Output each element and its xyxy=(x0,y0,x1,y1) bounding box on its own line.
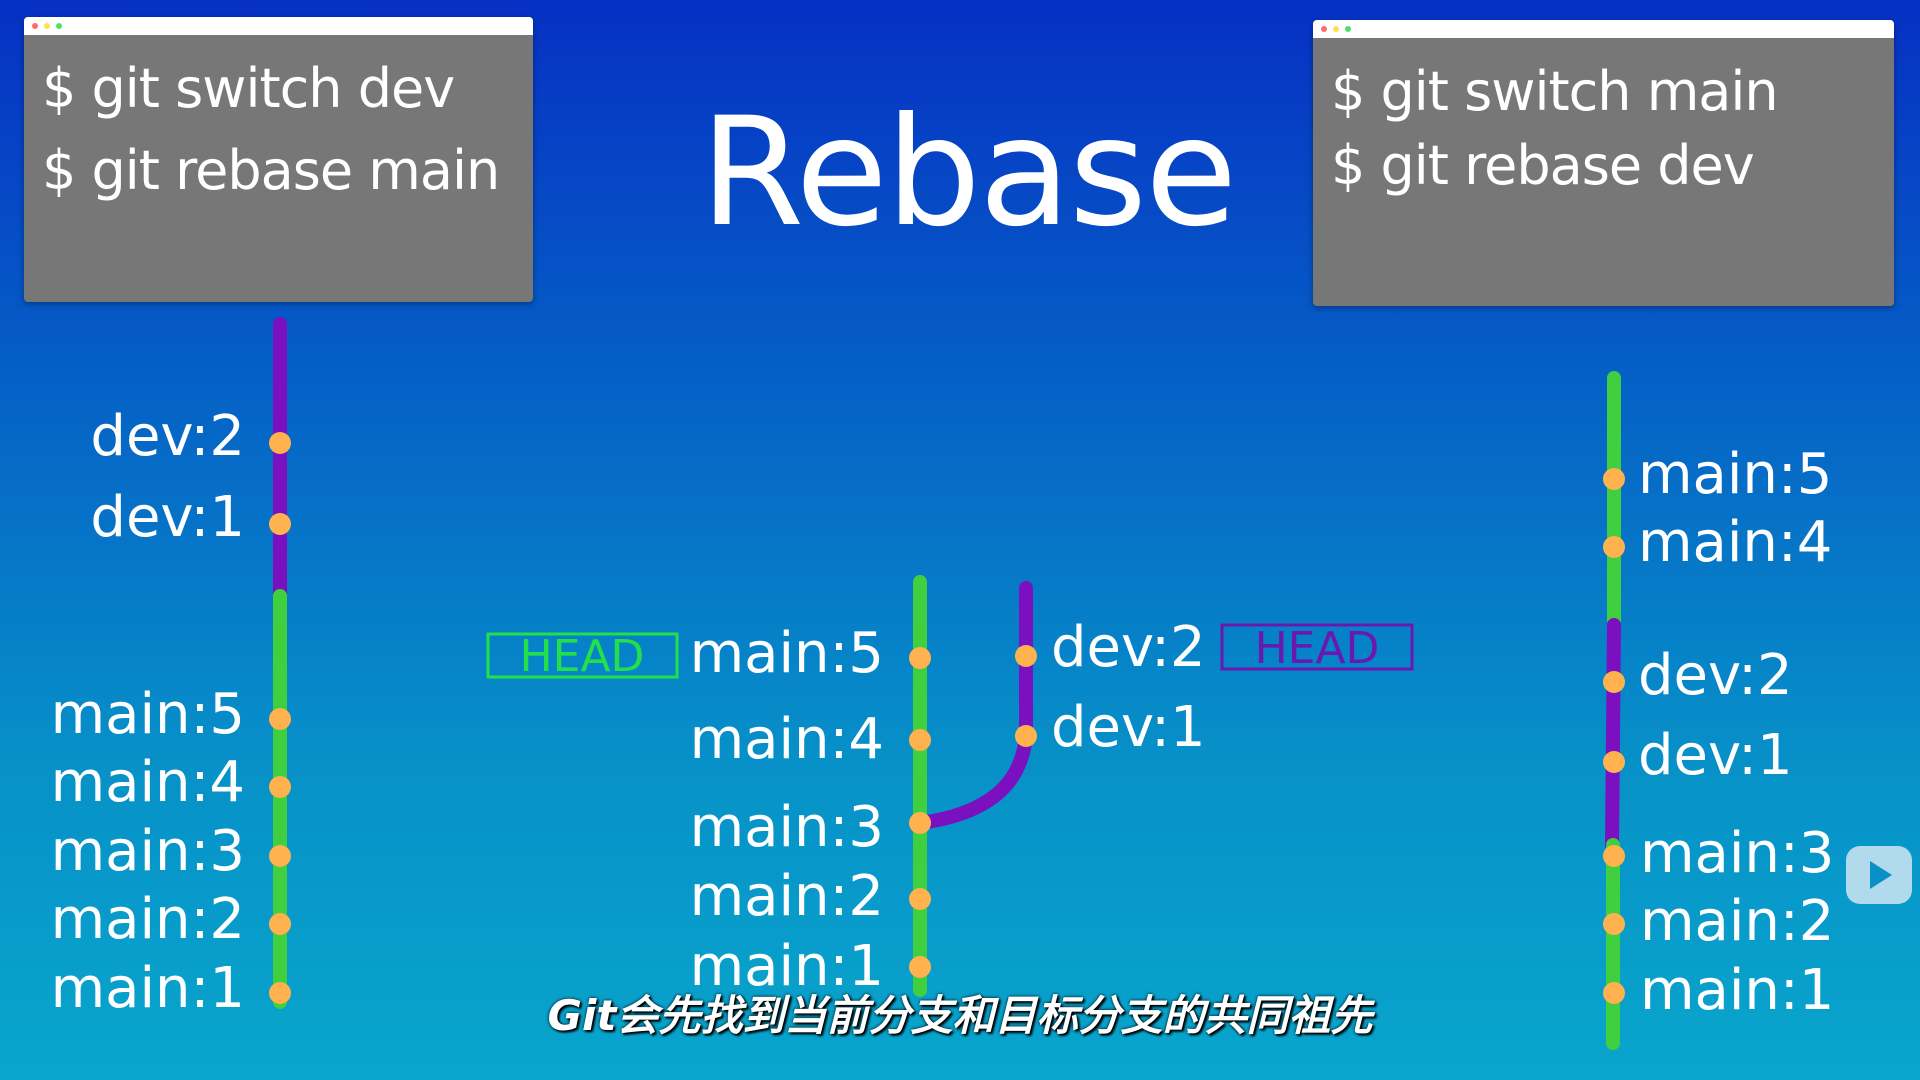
commit-dot xyxy=(1603,982,1625,1004)
terminal-command: $ git rebase main xyxy=(42,139,500,202)
commit-dot xyxy=(1015,645,1037,667)
terminal-title-bar xyxy=(24,17,533,35)
commit-label: dev:2 xyxy=(1051,615,1206,680)
commit-label: main:4 xyxy=(1638,510,1832,575)
commit-label: dev:2 xyxy=(90,404,245,469)
commit-label: main:2 xyxy=(690,864,884,929)
commit-label: main:4 xyxy=(690,707,884,772)
commit-label: main:1 xyxy=(51,956,245,1021)
commit-label: main:5 xyxy=(51,682,245,747)
page-title: Rebase xyxy=(700,86,1237,260)
commit-dot xyxy=(269,513,291,535)
commit-label: main:3 xyxy=(690,795,884,860)
commit-label: dev:2 xyxy=(1638,643,1793,708)
head-label-dev: HEAD xyxy=(1255,623,1380,674)
commit-label: main:1 xyxy=(1640,958,1834,1023)
dev-branch-line xyxy=(913,581,1033,830)
commit-dot xyxy=(269,982,291,1004)
terminal-command: $ git switch main xyxy=(1331,60,1779,123)
commit-label: dev:1 xyxy=(1638,723,1793,788)
commit-label: main:4 xyxy=(51,750,245,815)
right-terminal-window: $ git switch main $ git rebase dev xyxy=(1313,20,1894,306)
commit-dot xyxy=(1603,845,1625,867)
commit-dot xyxy=(269,708,291,730)
terminal-title-bar xyxy=(1313,20,1894,38)
commit-dot xyxy=(1603,671,1625,693)
commit-dot xyxy=(909,956,931,978)
commit-dot xyxy=(269,913,291,935)
commit-dot xyxy=(909,888,931,910)
commit-label: main:1 xyxy=(690,934,884,999)
commit-dot xyxy=(1015,725,1037,747)
terminal-command: $ git rebase dev xyxy=(1331,134,1755,197)
commit-dot xyxy=(1603,468,1625,490)
commit-label: dev:1 xyxy=(90,485,245,550)
commit-dot xyxy=(909,729,931,751)
head-marker-main xyxy=(486,632,679,679)
commit-label: main:5 xyxy=(690,621,884,686)
terminal-command: $ git switch dev xyxy=(42,57,455,120)
dev-branch-line xyxy=(1605,618,1621,852)
head-label-main: HEAD xyxy=(520,631,645,682)
commit-dot xyxy=(909,812,931,834)
commit-label: main:3 xyxy=(51,819,245,884)
commit-label: main:2 xyxy=(1640,889,1834,954)
right-graph: main:5 main:4 dev:2 dev:1 main:3 main:2 … xyxy=(1603,371,1834,1050)
commit-dot xyxy=(1603,913,1625,935)
middle-graph: main:5 main:4 main:3 main:2 main:1 dev:2… xyxy=(486,575,1414,999)
commit-dot xyxy=(269,845,291,867)
commit-dot xyxy=(269,776,291,798)
head-marker-dev xyxy=(1220,623,1414,671)
commit-dot xyxy=(1603,751,1625,773)
left-terminal-window: $ git switch dev $ git rebase main xyxy=(24,17,533,302)
commit-dot xyxy=(269,432,291,454)
commit-dot xyxy=(1603,536,1625,558)
subtitle-caption: Git会先找到当前分支和目标分支的共同祖先 xyxy=(547,991,1373,1040)
commit-dot xyxy=(909,647,931,669)
video-play-watermark-icon xyxy=(1846,846,1912,904)
commit-label: main:5 xyxy=(1638,442,1832,507)
commit-label: dev:1 xyxy=(1051,695,1206,760)
left-graph: dev:2 dev:1 main:5 main:4 main:3 main:2 … xyxy=(51,317,291,1021)
commit-label: main:3 xyxy=(1640,821,1834,886)
commit-label: main:2 xyxy=(51,887,245,952)
